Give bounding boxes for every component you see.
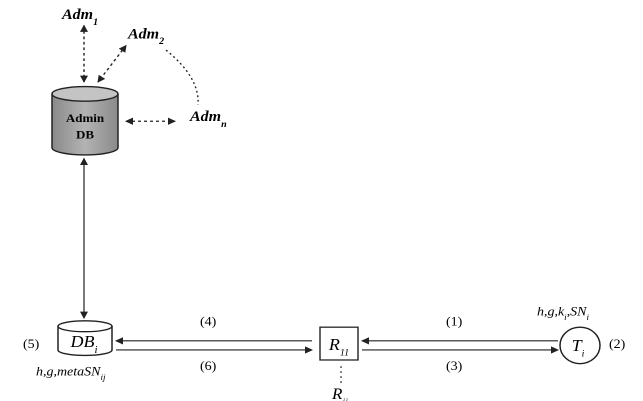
r11-box xyxy=(319,326,359,361)
adm2-link xyxy=(97,44,127,83)
dbi-label: DBi xyxy=(69,333,97,355)
ti-label: Ti xyxy=(572,337,585,359)
step3-label: (3) xyxy=(446,359,462,373)
rij-label: Rij xyxy=(331,386,348,401)
admin-db-cylinder: Admin DB xyxy=(51,85,119,156)
dbi-params: h,g,metaSNij xyxy=(36,364,106,382)
step5-label: (5) xyxy=(23,337,39,351)
dbi-cylinder: DBi xyxy=(57,320,113,357)
step1-label: (1) xyxy=(446,314,462,328)
step4-label: (4) xyxy=(200,314,216,328)
admn-label: Admn xyxy=(189,109,227,129)
admin-db-line2: DB xyxy=(76,128,94,141)
r11-label: R11 xyxy=(328,336,349,358)
step6-label: (6) xyxy=(200,359,216,373)
admn-curved-link xyxy=(165,49,199,105)
ti-params: h,g,ki,SNi xyxy=(537,304,590,322)
ti-circle xyxy=(559,326,601,365)
adm2-label: Adm2 xyxy=(127,26,164,46)
adm1-label: Adm1 xyxy=(61,7,98,27)
step2-label: (2) xyxy=(609,337,625,351)
admin-db-line1: Admin xyxy=(66,112,104,125)
